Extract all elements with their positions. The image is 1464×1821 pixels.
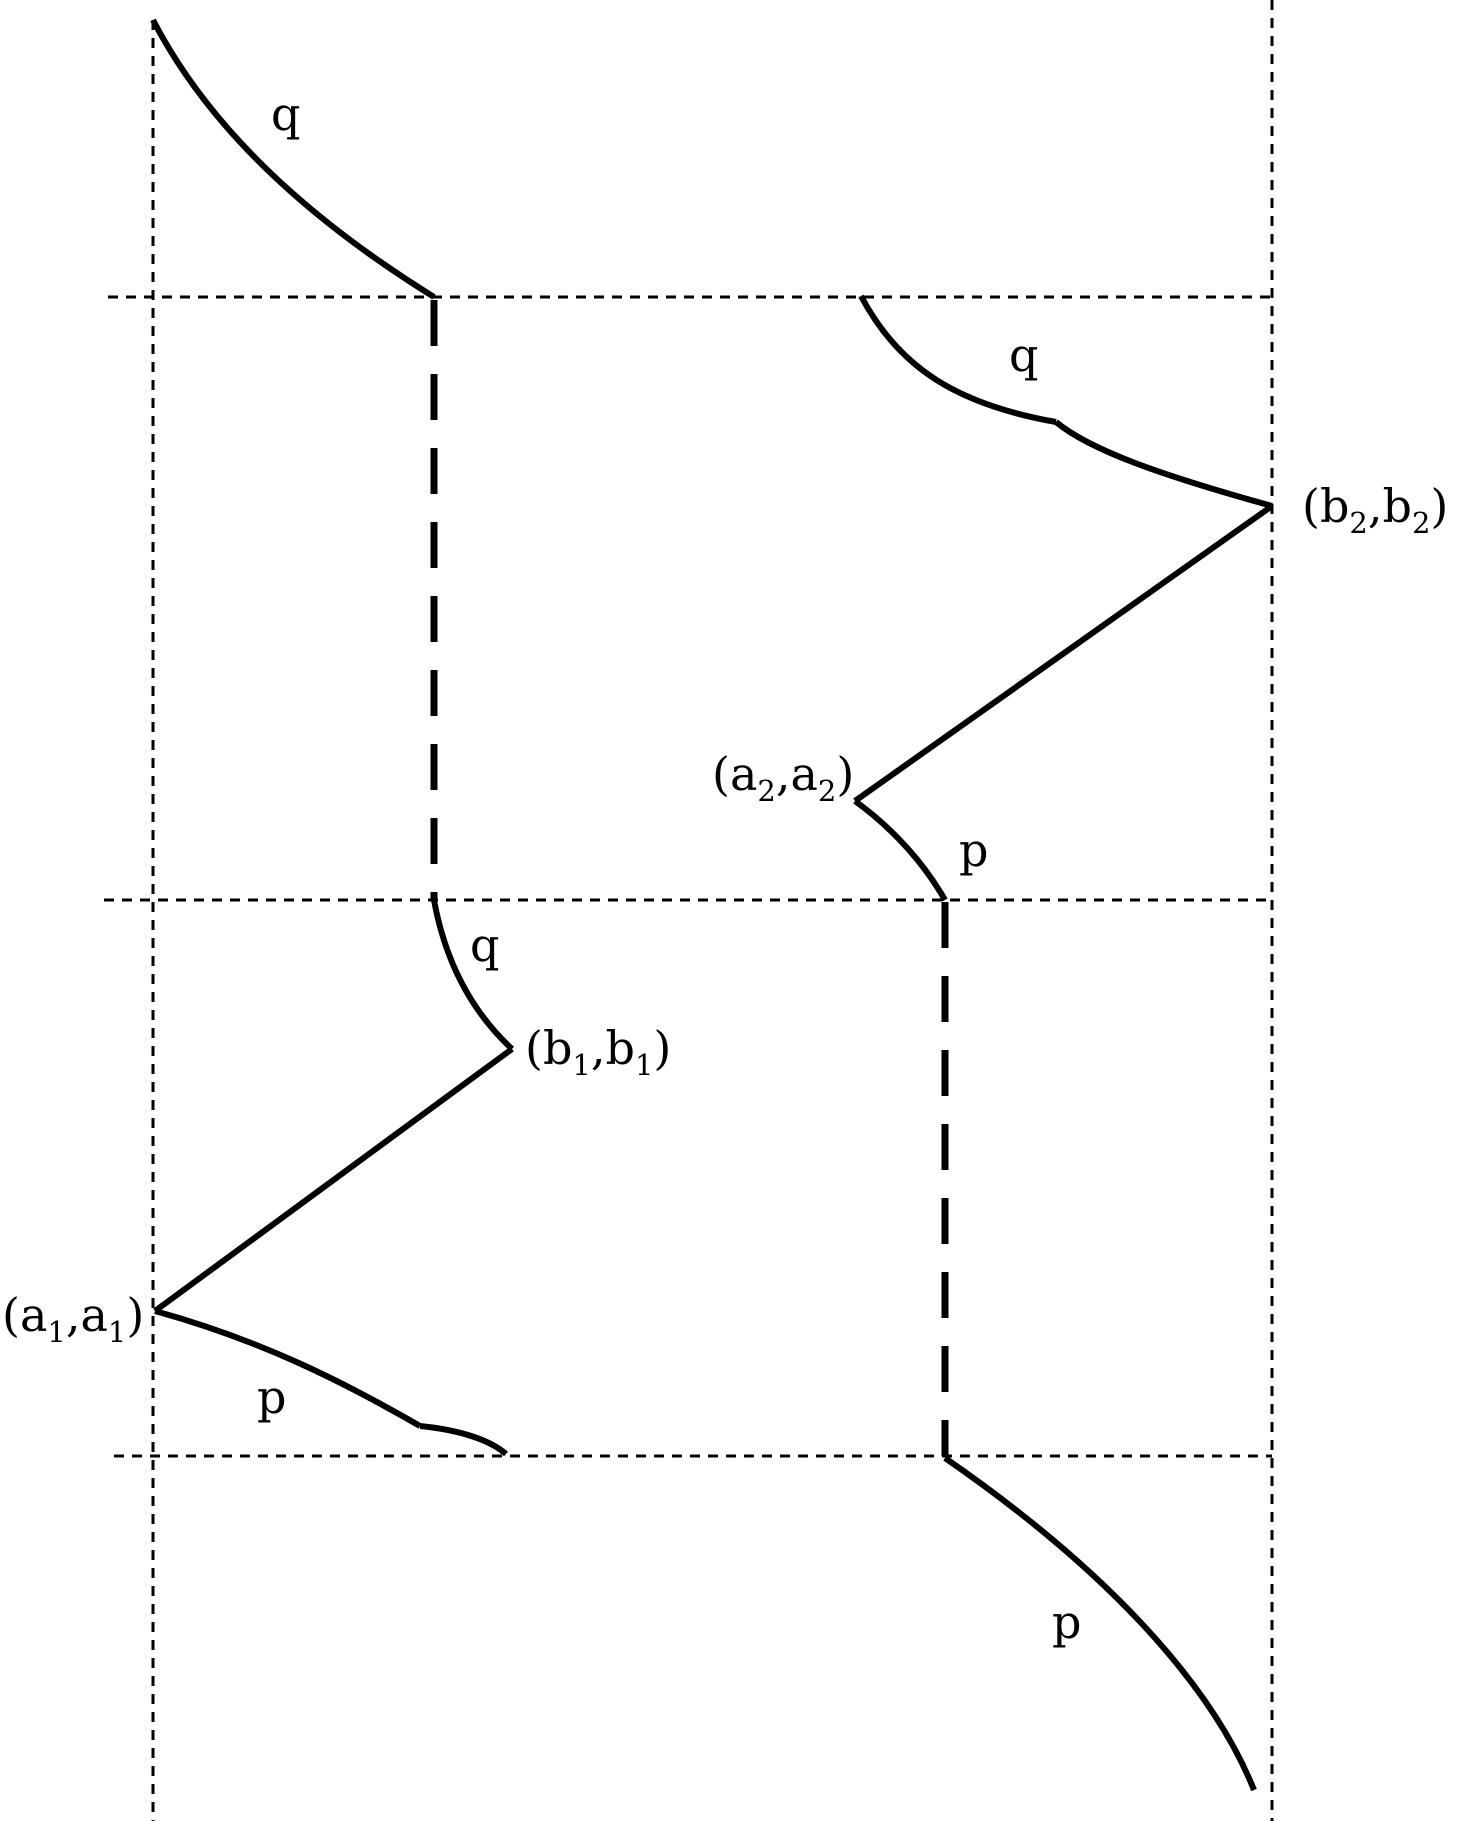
curve-p-lower-right bbox=[943, 1455, 1257, 1792]
curve-p-lower-left bbox=[154, 1308, 508, 1457]
point-label-b2: (b2,b2) bbox=[1302, 479, 1448, 540]
label-q-upper-left: q bbox=[271, 87, 300, 141]
label-q-upper-right: q bbox=[1009, 328, 1038, 382]
curve-q-upper-right bbox=[858, 294, 1273, 509]
point-label-b1: (b1,b1) bbox=[525, 1021, 671, 1082]
segment-b1-to-a1 bbox=[153, 1046, 514, 1314]
point-label-a2: (a2,a2) bbox=[712, 747, 854, 808]
curve-q-middle-left bbox=[431, 899, 515, 1052]
point-label-a1: (a1,a1) bbox=[2, 1288, 144, 1349]
label-p-middle-right: p bbox=[959, 823, 988, 877]
curve-p-middle-right bbox=[853, 798, 948, 902]
label-q-middle-left: q bbox=[470, 918, 499, 972]
segment-b2-to-a2 bbox=[853, 503, 1274, 804]
label-p-lower-left: p bbox=[257, 1370, 286, 1424]
label-p-lower-right: p bbox=[1052, 1595, 1081, 1649]
curve-q-upper-left bbox=[150, 18, 436, 300]
